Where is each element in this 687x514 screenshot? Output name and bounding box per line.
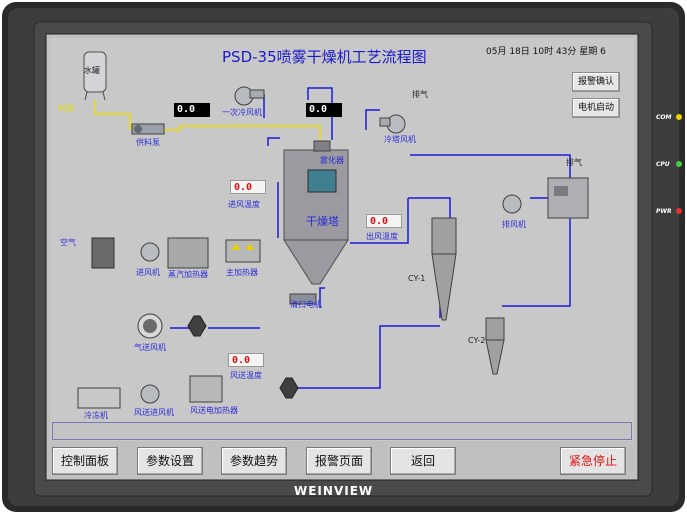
- exhaust-top-label: 排气: [412, 90, 428, 99]
- process-diagram: [77, 51, 589, 409]
- param-trend-button[interactable]: 参数趋势: [221, 447, 287, 475]
- atomizer-readout: 0.0: [306, 103, 342, 117]
- hmi-screen: PSD-35喷雾干燥机工艺流程图 05月 18日 10时 43分 星期 6 报警…: [50, 38, 634, 441]
- cooling-tower-fan-label: 冷塔风机: [384, 135, 416, 144]
- primary-cooling-fan-icon: [234, 86, 265, 106]
- inlet-fan-icon: [140, 242, 160, 262]
- back-button[interactable]: 返回: [390, 447, 456, 475]
- cyclone-1-icon: [431, 217, 457, 321]
- filter-1-icon: [187, 315, 207, 337]
- filter-2-icon: [279, 377, 299, 399]
- inlet-temp-label: 进风温度: [228, 200, 260, 209]
- emergency-stop-button[interactable]: 紧急停止: [560, 447, 626, 475]
- outlet-temp-label: 出风温度: [366, 232, 398, 241]
- exhaust-right-label: 排气: [566, 158, 582, 167]
- sweep-motor-icon: [289, 293, 317, 305]
- feed-readout: 0.0: [174, 103, 210, 117]
- feed-pipe: [94, 100, 321, 142]
- inlet-fan-label: 进风机: [136, 268, 160, 277]
- atomizer-label: 雾化器: [320, 156, 344, 165]
- cpu-led-icon: [676, 161, 682, 167]
- page-title: PSD-35喷雾干燥机工艺流程图: [222, 48, 427, 66]
- chiller-label: 冷冻机: [84, 411, 108, 420]
- cyclone-2-icon: [485, 317, 505, 375]
- main-heater-label: 主加热器: [226, 268, 258, 277]
- water-tank-icon: [83, 51, 107, 101]
- water-tank-label: 水罐: [84, 66, 100, 75]
- air-filter-icon: [91, 237, 115, 269]
- motor-start-button[interactable]: 电机启动: [572, 98, 620, 118]
- air-label: 空气: [60, 238, 76, 247]
- conveying-fan-icon: [137, 313, 163, 339]
- outlet-temp-readout: 0.0: [366, 214, 402, 228]
- drying-tower-icon: [283, 140, 349, 285]
- exhaust-fan-label: 排风机: [502, 220, 526, 229]
- conveying-inlet-fan-icon: [140, 384, 160, 404]
- feed-pump-label: 供料泵: [136, 138, 160, 147]
- alarm-page-button[interactable]: 报警页面: [306, 447, 372, 475]
- primary-cooling-fan-label: 一次冷风机: [222, 108, 262, 117]
- feed-liquid-label: 料液: [58, 104, 74, 113]
- pwr-led-label: PWR: [656, 208, 672, 215]
- air-temp-readout: 0.0: [228, 353, 264, 367]
- main-heater-icon: [225, 239, 261, 263]
- cpu-led-label: CPU: [656, 161, 670, 168]
- alarm-ack-button[interactable]: 报警确认: [572, 72, 620, 92]
- conveying-fan-label: 气送风机: [134, 343, 166, 352]
- message-bar: [52, 422, 632, 440]
- conveying-inlet-fan-label: 风送进风机: [134, 408, 174, 417]
- drying-tower-label: 干燥塔: [306, 215, 339, 228]
- inlet-temp-readout: 0.0: [230, 180, 266, 194]
- feed-pump-icon: [131, 123, 165, 135]
- electric-heater-icon: [189, 375, 223, 403]
- exhaust-fan-icon: [502, 194, 522, 214]
- datetime-display: 05月 18日 10时 43分 星期 6: [486, 47, 606, 57]
- steam-heater-label: 蒸汽加热器: [168, 270, 208, 279]
- steam-heater-icon: [167, 237, 209, 269]
- exhaust-unit-icon: [547, 177, 589, 219]
- control-panel-button[interactable]: 控制面板: [52, 447, 118, 475]
- cooling-tower-fan-icon: [379, 114, 406, 134]
- electric-heater-label: 风送电加热器: [190, 406, 238, 415]
- sweep-motor-label: 清扫电机: [290, 300, 322, 309]
- pwr-led-icon: [676, 208, 682, 214]
- brand-logo: WEINVIEW: [294, 484, 374, 498]
- com-led-label: COM: [656, 114, 672, 121]
- param-settings-button[interactable]: 参数设置: [137, 447, 203, 475]
- com-led-icon: [676, 114, 682, 120]
- cyclone-1-label: CY-1: [408, 274, 426, 283]
- chiller-icon: [77, 387, 121, 409]
- air-temp-label: 风送温度: [230, 371, 262, 380]
- cyclone-2-label: CY-2: [468, 336, 486, 345]
